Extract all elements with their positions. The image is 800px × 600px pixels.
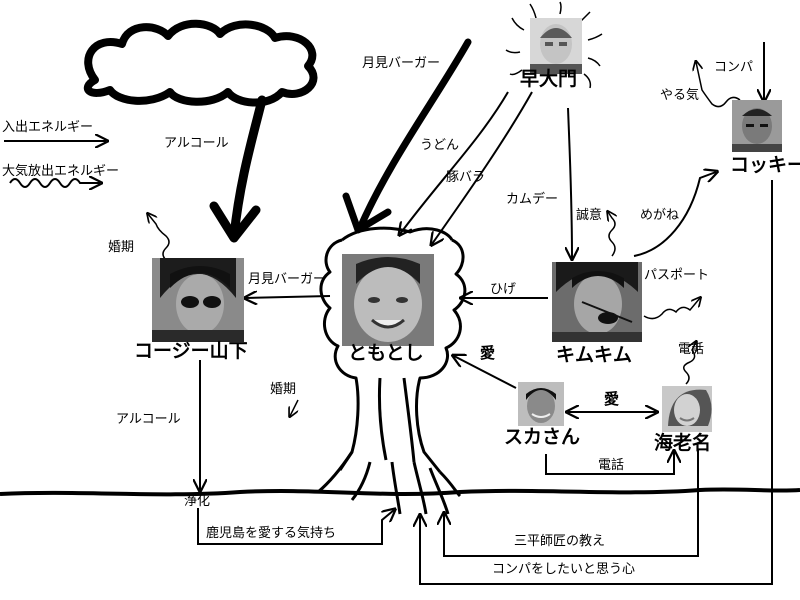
kimukimu-name: キムキム (556, 344, 633, 366)
kokki-photo (732, 100, 782, 152)
butabara-arrow (432, 91, 533, 244)
tsukimi-top-label: 月見バーガー (362, 56, 441, 71)
jouka-label: 浄化 (184, 494, 211, 509)
tree-inner-trunk (377, 377, 416, 463)
denwa-bottom-label: 電話 (598, 458, 625, 473)
legend-emission-arrow (9, 179, 100, 187)
sanpei-label: 三平師匠の教え (514, 534, 606, 549)
yaruki-label: やる気 (660, 88, 700, 103)
megane-arrow (633, 172, 716, 257)
seii-curl (608, 212, 615, 257)
kamudee-arrow (568, 107, 572, 258)
tsukimi-thick-arrow (356, 38, 472, 232)
hayaomon-photo (530, 18, 582, 74)
legend-emission-label: 大気放出エネルギー (2, 164, 120, 179)
tree-outline (319, 226, 467, 473)
konki-left-label: 婚期 (108, 240, 135, 255)
kokki-name: コッキー (730, 154, 800, 176)
tsukimi-thick-arrowhead (342, 192, 392, 234)
denwa-bottom-arrow (545, 452, 674, 475)
seii-label: 誠意 (576, 208, 603, 223)
ai-left-arrow (454, 356, 517, 389)
cloud-shape (83, 19, 318, 107)
sukasan-photo (518, 382, 564, 426)
tomotoshi-photo (342, 254, 434, 346)
megane-label: めがね (640, 208, 680, 223)
alcohol-bottom-label: アルコール (116, 412, 181, 427)
alcohol-thick-arrow (229, 95, 267, 241)
denwa-top-curl (683, 342, 696, 385)
ebina-photo (662, 386, 712, 432)
kamudee-label: カムデー (506, 192, 559, 207)
sanpei-arrow (444, 450, 699, 557)
hige-label: ひげ (490, 282, 517, 297)
koji-name: コージー山下 (134, 340, 248, 362)
kagoshima-arrow (197, 508, 394, 545)
denwa-top-label: 電話 (678, 342, 705, 357)
sukasan-name: スカさん (504, 426, 581, 448)
passport-curl (643, 298, 700, 320)
tsukimi-mid-arrow (246, 296, 331, 298)
alcohol-top-label: アルコール (164, 136, 229, 151)
udon-label: うどん (420, 138, 460, 153)
butabara-label: 豚バラ (446, 170, 486, 185)
tomotoshi-name: ともとし (348, 342, 424, 364)
konpa-bottom-label: コンパをしたいと思う心 (492, 562, 636, 577)
konki-mid-label: 婚期 (270, 382, 297, 397)
kimukimu-photo (552, 262, 642, 342)
konpa-bottom-arrow (420, 180, 773, 585)
ground-line (0, 487, 800, 497)
tsukimi-mid-label: 月見バーガー (248, 272, 327, 287)
kagoshima-label: 鹿児島を愛する気持ち (206, 526, 337, 541)
alcohol-thick-arrowhead (209, 201, 261, 243)
udon-arrow (400, 91, 509, 234)
passport-label: パスポート (644, 268, 710, 283)
tree-roots (317, 451, 462, 515)
ebina-name: 海老名 (654, 432, 712, 454)
koji-photo (152, 258, 244, 342)
ai-left-label: 愛 (480, 344, 496, 362)
koji-konki-curl (148, 214, 170, 261)
yaruki-curl (696, 62, 741, 108)
legend-in-out-label: 入出エネルギー (2, 120, 94, 135)
hayaomon-name: 早大門 (520, 68, 578, 90)
ai-mid-label: 愛 (604, 390, 620, 408)
konki-mid-arrow (290, 399, 299, 416)
konpa-top-label: コンパ (714, 60, 754, 75)
